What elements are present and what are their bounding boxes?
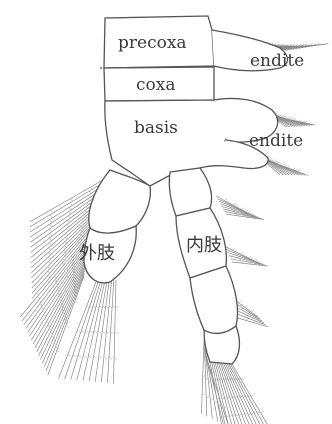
seta-barb (251, 310, 254, 312)
seta-barb (49, 224, 52, 226)
seta-barb (210, 399, 213, 401)
seta-barb (250, 257, 253, 259)
seta-barb (115, 306, 118, 308)
seta-barb (243, 209, 246, 211)
seta-bristle (39, 263, 86, 356)
seta-barb (103, 306, 106, 308)
seta-barb (70, 199, 73, 201)
seta-barb (241, 208, 244, 210)
seta-barb (66, 326, 69, 328)
seta-barb (98, 331, 101, 333)
seta-barb (244, 315, 247, 317)
seta-barb (68, 212, 71, 214)
seta-bristle (77, 281, 103, 380)
seta-barb (88, 356, 91, 358)
seta-barb (69, 207, 72, 209)
seta-barb (94, 356, 97, 358)
seta-barb (49, 234, 52, 236)
seta-barb (69, 203, 72, 205)
seta-barb (291, 118, 294, 120)
seta-bristle (107, 280, 113, 383)
seta-barb (246, 318, 249, 320)
seta-barb (78, 355, 81, 357)
seta-barb (81, 330, 84, 332)
basis-segment (105, 100, 226, 186)
seta-barb (102, 331, 105, 333)
seta-barb (83, 356, 86, 358)
seta-barb (104, 357, 107, 359)
seta-barb (99, 357, 102, 359)
seta-barb (281, 116, 284, 118)
seta-barb (48, 248, 51, 250)
seta-barb (261, 411, 264, 413)
seta-bristle (226, 214, 264, 220)
seta-barb (77, 330, 80, 332)
seta-barb (115, 332, 118, 334)
seta-barb (94, 331, 97, 333)
seta-barb (278, 115, 281, 117)
precoxa-label: precoxa (118, 33, 187, 53)
basis-label: basis (134, 118, 178, 138)
seta-bristle (219, 363, 242, 424)
seta-barb (240, 252, 243, 254)
seta-barb (202, 393, 205, 395)
coxa-label: coxa (136, 75, 175, 95)
seta-barb (50, 220, 53, 222)
seta-barb (238, 301, 241, 303)
seta-barb (49, 243, 52, 245)
seta-barb (111, 332, 114, 334)
seta-bristle (227, 364, 260, 424)
seta-barb (68, 354, 71, 356)
seta-barb (245, 305, 248, 307)
seta-barb (57, 350, 60, 352)
seta-barb (106, 306, 109, 308)
seta-barb (225, 199, 228, 201)
seta-barb (114, 358, 117, 360)
seta-barb (49, 229, 52, 231)
seta-bristle (89, 281, 107, 381)
seta-barb (48, 253, 51, 255)
seta-barb (269, 158, 272, 160)
seta-bristle (225, 363, 256, 424)
lower-endite-label: endite (249, 131, 303, 151)
seta-barb (304, 121, 307, 123)
seta-bristle (114, 280, 117, 384)
upper-endite-label: endite (250, 51, 304, 71)
seta-barb (75, 301, 78, 303)
seta-barb (248, 256, 251, 258)
seta-barb (106, 331, 109, 333)
seta-barb (112, 306, 115, 308)
seta-barb (109, 306, 112, 308)
seta-barb (232, 248, 235, 250)
seta-barb (245, 210, 248, 212)
endopod-label: 内肢 (186, 235, 222, 256)
seta-bristle (95, 281, 109, 382)
seta-barb (73, 355, 76, 357)
exopod-label: 外肢 (79, 243, 115, 264)
seta-barb (233, 203, 236, 205)
seta-barb (109, 357, 112, 359)
seta-barb (50, 215, 53, 217)
seta-barb (235, 205, 238, 207)
seta-barb (206, 396, 209, 398)
seta-barb (50, 210, 53, 212)
seta-barb (287, 166, 290, 168)
endopod-segment-3 (190, 266, 238, 333)
seta-barb (86, 331, 89, 333)
seta-barb (297, 170, 300, 172)
seta-barb (247, 211, 250, 213)
seta-barb (49, 239, 52, 241)
seta-barb (90, 331, 93, 333)
